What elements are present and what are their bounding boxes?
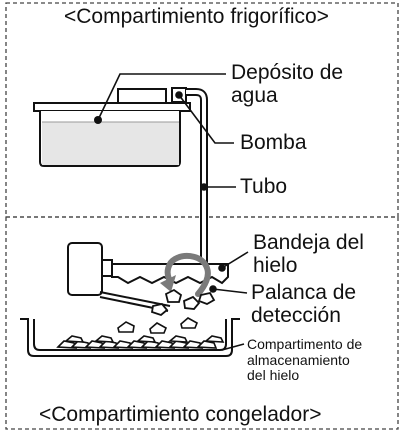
pump-leader <box>178 94 234 144</box>
stored-ice-cubes <box>56 317 225 349</box>
ice-storage-label: Compartimento de almacenamiento del hiel… <box>247 336 363 384</box>
leader-lines <box>97 73 249 351</box>
ice-tray-leader <box>221 251 249 269</box>
refrigerator-compartment-title: <Compartimiento frigorífico> <box>64 5 329 28</box>
pump <box>117 87 187 104</box>
falling-ice-cubes <box>150 288 216 317</box>
freezer-compartment-title: <Compartimiento congelador> <box>39 403 322 426</box>
tube-label: Tubo <box>240 175 288 198</box>
lever-leader <box>212 288 248 294</box>
ice-tray-label: Bandeja del hielo <box>253 231 364 277</box>
tube <box>186 88 208 265</box>
pump-label: Bomba <box>240 131 307 154</box>
water-tank-label: Depósito de agua <box>231 61 344 107</box>
detection-lever-label: Palanca de detección <box>251 281 357 327</box>
ice-storage-leader <box>221 343 245 351</box>
ice-storage-bin <box>20 318 240 357</box>
water-tank-leader <box>97 73 226 121</box>
rotation-arrow-icon <box>160 253 211 297</box>
water-tank <box>33 102 191 167</box>
